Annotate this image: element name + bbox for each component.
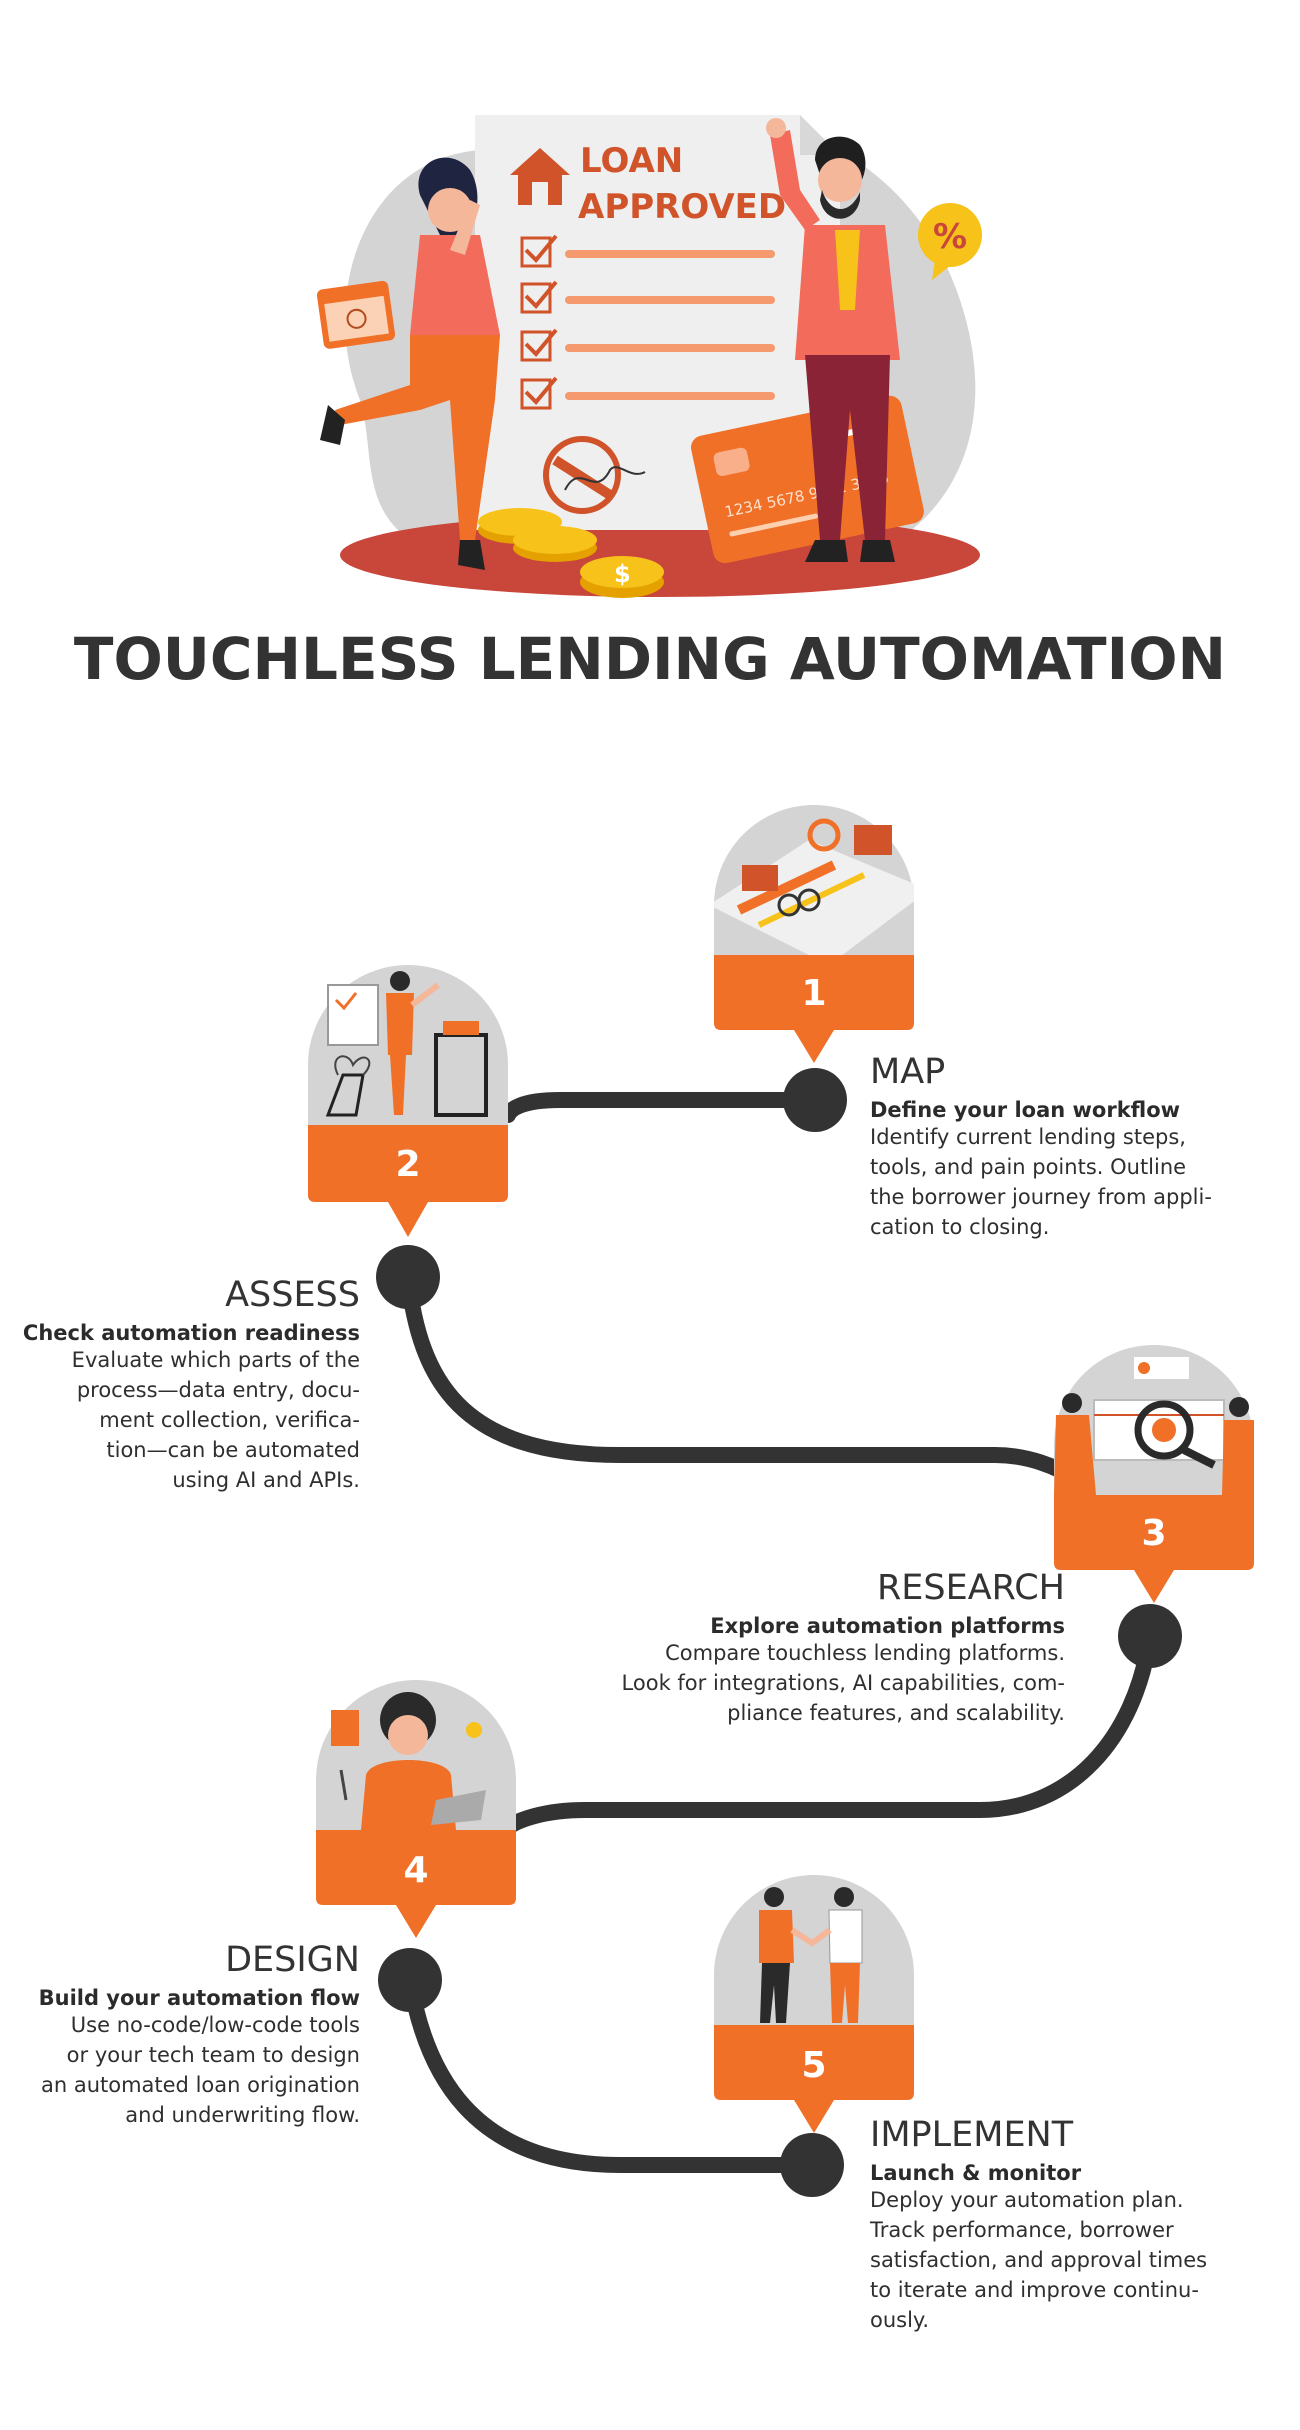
step-3-subtitle: Explore automation platforms — [710, 1614, 1065, 1638]
step-1-node — [783, 1068, 847, 1132]
step-1-text: MAP Define your loan workflow Identify c… — [870, 1052, 1290, 1242]
step-4-text: DESIGN Build your automation flow Use no… — [20, 1940, 360, 2130]
step-4-subtitle: Build your automation flow — [38, 1986, 360, 2010]
loan-approved-illustration: LOAN APPROVED 1234 5678 — [316, 115, 982, 598]
delivery-map-icon — [714, 818, 914, 965]
step-1-subtitle: Define your loan workflow — [870, 1098, 1181, 1122]
page-title: TOUCHLESS LENDING AUTOMATION — [73, 625, 1227, 693]
step-3-text: RESEARCH Explore automation platforms Co… — [560, 1568, 1065, 1728]
team-search-icon — [1054, 1357, 1254, 1495]
step-2-node — [376, 1245, 440, 1309]
doc-title-line1: LOAN — [580, 141, 683, 181]
step-3-title: RESEARCH — [876, 1568, 1065, 1608]
approval-stamp-icon — [543, 436, 646, 514]
step-5-subtitle: Launch & monitor — [870, 2161, 1082, 2185]
step-4-description: Use no-code/low-code tools or your tech … — [40, 2013, 360, 2127]
step-4-node — [378, 1948, 442, 2012]
house-icon — [510, 148, 570, 205]
man-figure — [766, 118, 900, 562]
step-4-number: 4 — [403, 1850, 428, 1891]
percent-symbol: % — [933, 217, 967, 257]
step-2-title: ASSESS — [225, 1275, 360, 1315]
step-3-description: Compare touchless lending platforms. Loo… — [621, 1641, 1065, 1725]
step-5-text: IMPLEMENT Launch & monitor Deploy your a… — [870, 2115, 1290, 2335]
step-5-badge: 5 — [714, 1875, 914, 2133]
step-3-number: 3 — [1141, 1513, 1166, 1554]
step-2-number: 2 — [395, 1144, 420, 1185]
woman-figure — [320, 157, 500, 570]
step-5-title: IMPLEMENT — [870, 2115, 1074, 2155]
step-3-node — [1118, 1604, 1182, 1668]
step-3-badge: 3 — [1054, 1345, 1254, 1603]
step-5-node — [780, 2133, 844, 2197]
step-4-badge: 4 — [316, 1680, 516, 1938]
percent-badge-icon: % — [918, 203, 982, 280]
doc-title-line2: APPROVED — [578, 187, 786, 227]
step-2-badge: 2 — [308, 965, 508, 1237]
calendar-icon — [316, 280, 396, 349]
step-4-title: DESIGN — [225, 1940, 360, 1980]
step-5-number: 5 — [801, 2045, 826, 2086]
step-2-description: Evaluate which parts of the process—data… — [71, 1348, 360, 1492]
step-2-subtitle: Check automation readiness — [22, 1321, 360, 1345]
step-1-title: MAP — [870, 1052, 946, 1092]
handshake-icon — [759, 1887, 863, 2023]
step-1-number: 1 — [801, 973, 826, 1014]
checklist — [520, 234, 775, 410]
step-2-text: ASSESS Check automation readiness Evalua… — [20, 1275, 360, 1495]
checklist-worker-icon — [325, 971, 488, 1117]
designer-icon — [331, 1692, 486, 1830]
step-1-description: Identify current lending steps, tools, a… — [870, 1125, 1212, 1239]
step-5-description: Deploy your automation plan. Track perfo… — [870, 2188, 1208, 2332]
step-1-badge: 1 — [714, 805, 914, 1063]
coins-icon: $ — [478, 508, 664, 598]
coin-symbol: $ — [614, 560, 631, 588]
